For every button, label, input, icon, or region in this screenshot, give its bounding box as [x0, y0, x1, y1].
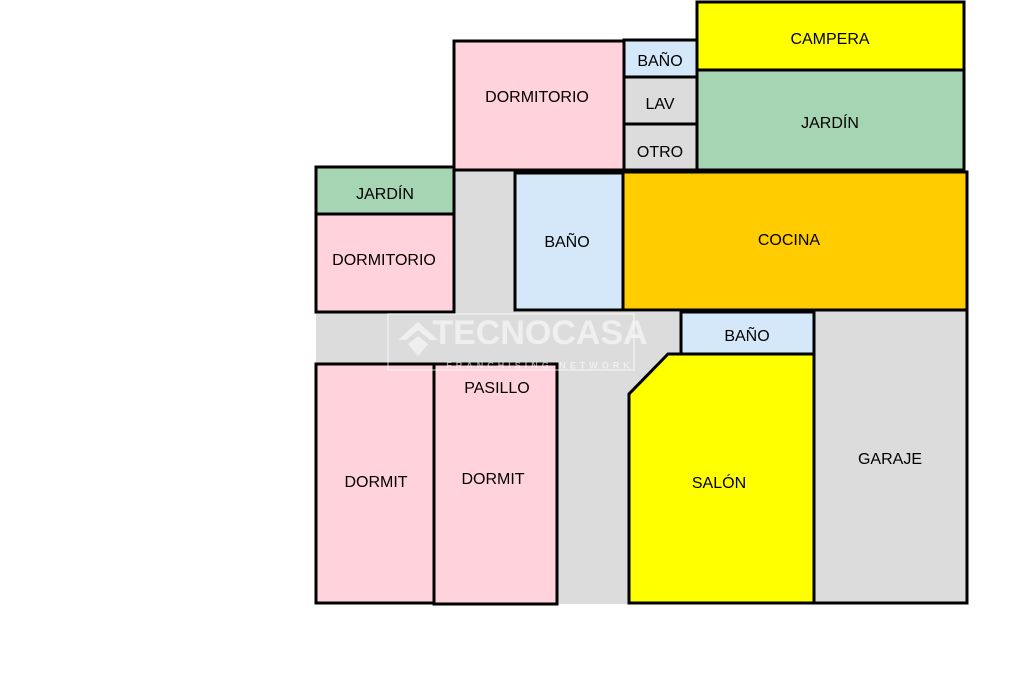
- label-jardin-left: JARDÍN: [356, 184, 414, 203]
- room-jardin-left: [314, 165, 456, 216]
- label-pasillo: PASILLO: [464, 380, 530, 397]
- watermark-brand: TECNOCASA: [432, 314, 647, 352]
- label-bano-mid: BAÑO: [544, 231, 589, 251]
- label-cocina: COCINA: [758, 232, 821, 249]
- label-lav: LAV: [645, 96, 674, 113]
- room-dormit-1: [314, 362, 436, 605]
- watermark-tagline: FRANCHISING NETWORK: [446, 360, 634, 370]
- label-salon: SALÓN: [692, 473, 746, 492]
- label-campera: CAMPERA: [790, 31, 869, 48]
- label-dormit-2: DORMIT: [461, 471, 524, 488]
- room-bano-salon: [679, 310, 816, 356]
- room-jardin-top: [695, 68, 966, 172]
- label-dormitorio-left: DORMITORIO: [332, 252, 436, 269]
- room-dormitorio-left: [314, 212, 456, 314]
- label-otro: OTRO: [637, 144, 683, 161]
- room-cocina: [621, 170, 969, 312]
- house-logo-icon: [398, 322, 438, 356]
- label-garaje: GARAJE: [858, 451, 922, 468]
- label-dormit-1: DORMIT: [344, 474, 407, 491]
- tecnocasa-watermark: TECNOCASA FRANCHISING NETWORK: [387, 313, 648, 371]
- room-garaje: [812, 308, 969, 605]
- label-jardin-top: JARDÍN: [801, 113, 859, 132]
- room-bano-mid: [513, 171, 625, 312]
- room-dormit-2: [432, 362, 559, 606]
- room-campera: [695, 0, 966, 72]
- label-bano-top: BAÑO: [637, 50, 682, 70]
- label-dormitorio-top: DORMITORIO: [485, 89, 589, 106]
- room-salon: [627, 352, 816, 605]
- room-dormitorio-top: [452, 39, 626, 172]
- label-bano-salon: BAÑO: [724, 325, 769, 345]
